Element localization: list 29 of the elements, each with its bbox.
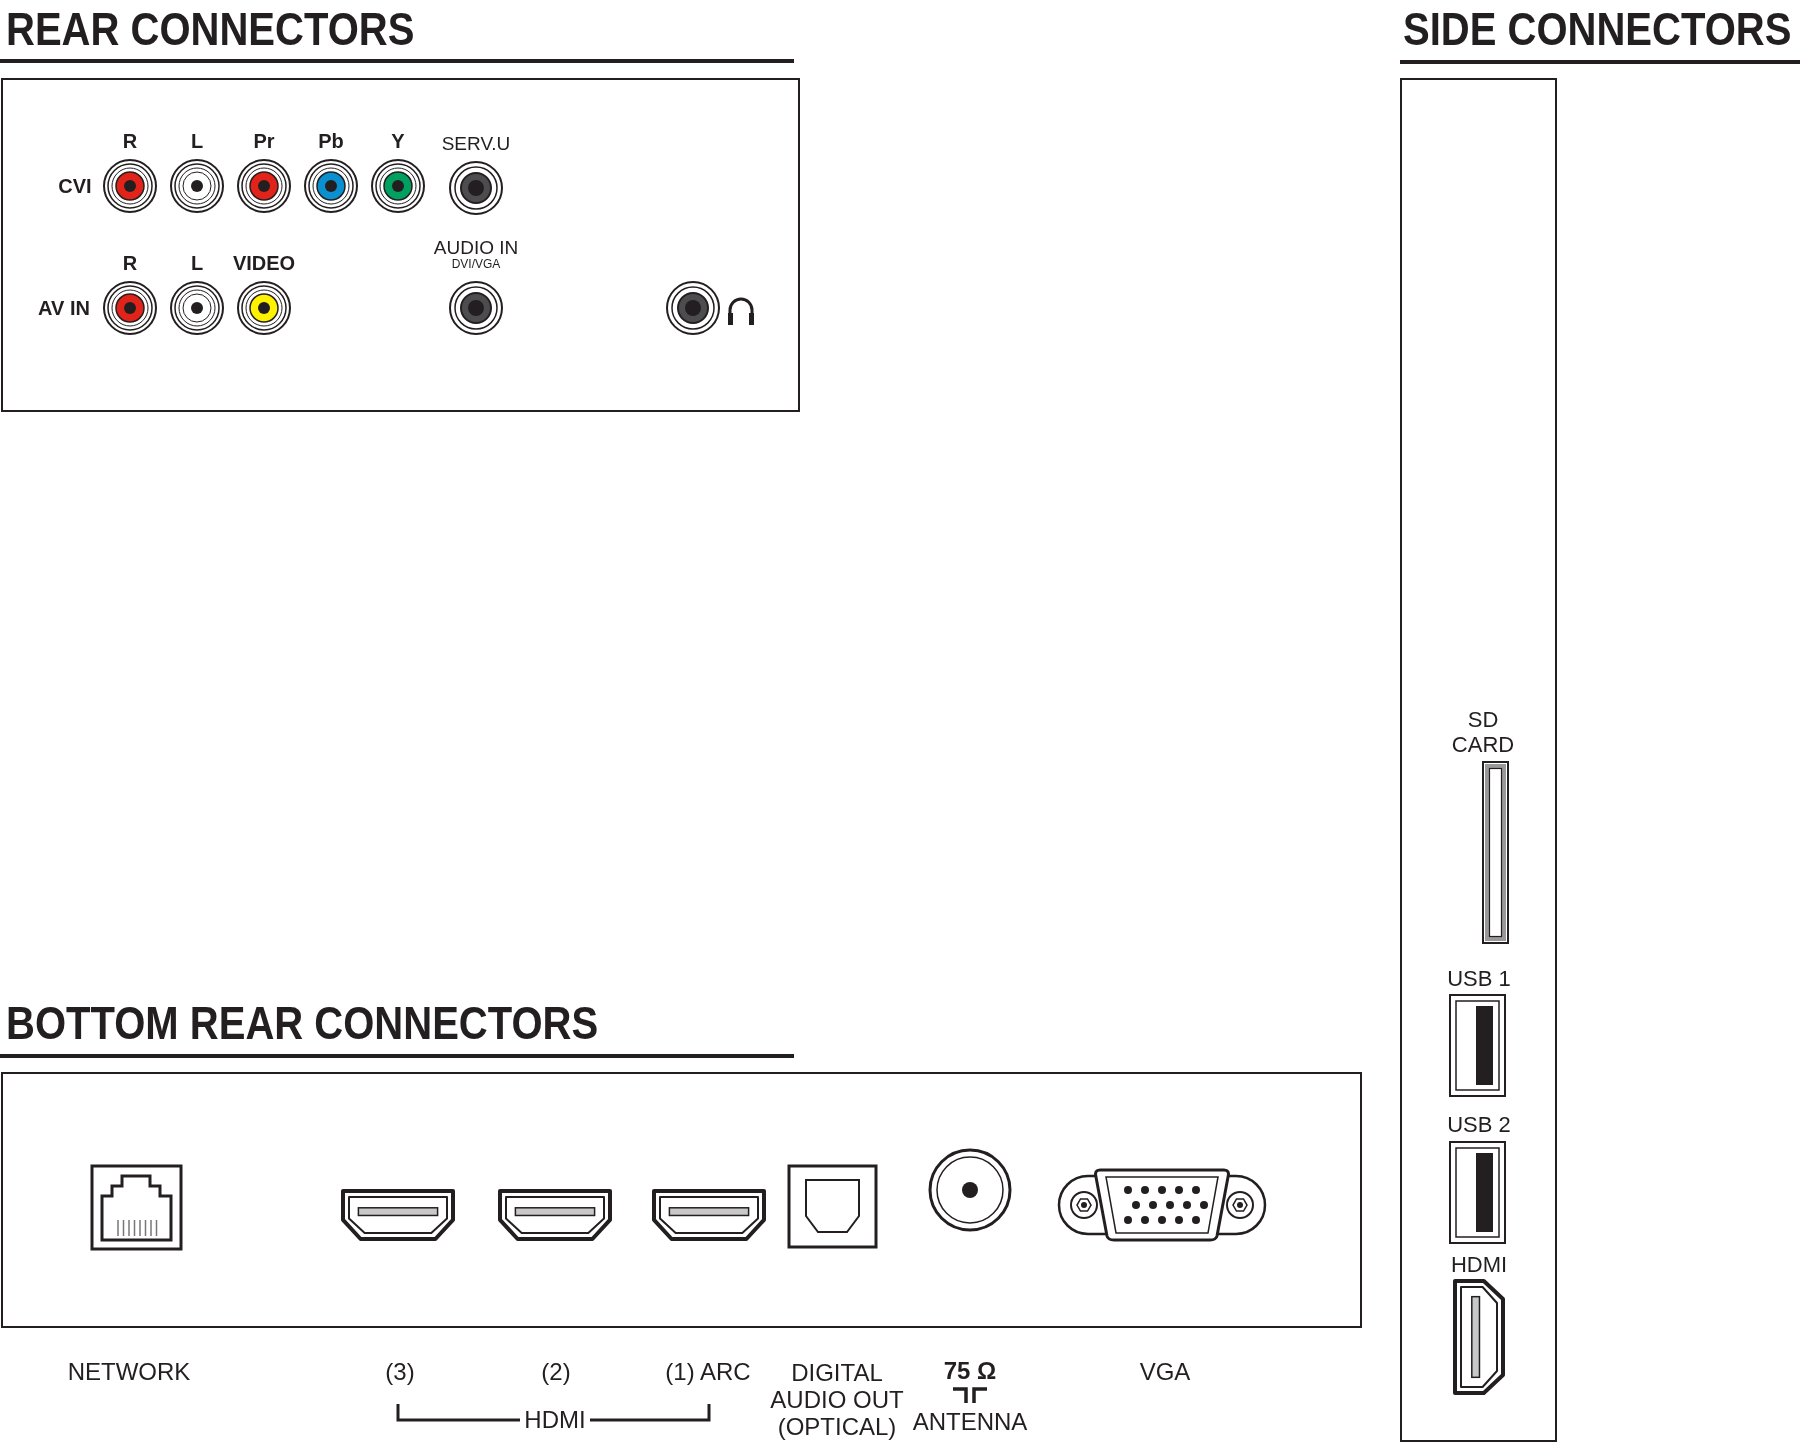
port-label: SERV.U — [441, 133, 511, 155]
port-label: USB 1 — [1447, 966, 1511, 992]
port-label: 75 Ω — [943, 1357, 997, 1385]
port-label: L — [190, 129, 204, 153]
port-label: Pr — [253, 129, 275, 153]
port-label: L — [190, 251, 204, 275]
row-label: CVI — [58, 174, 92, 198]
port-label: SD CARD — [1450, 708, 1516, 758]
group-label: HDMI — [524, 1406, 586, 1434]
section-heading: REAR CONNECTORS — [6, 4, 415, 54]
port-label: AUDIO IN — [433, 237, 519, 259]
port-label: Pb — [318, 129, 344, 153]
port-label: R — [122, 129, 138, 153]
row-label: AV IN — [38, 296, 90, 320]
port-label: (2) — [541, 1358, 571, 1386]
port-label: (1) ARC — [665, 1358, 751, 1386]
port-label: VGA — [1139, 1358, 1191, 1386]
port-label: HDMI — [1450, 1252, 1508, 1278]
port-label: DIGITAL AUDIO OUT (OPTICAL) — [769, 1359, 905, 1441]
port-label: ANTENNA — [912, 1408, 1028, 1436]
port-sublabel: DVI/VGA — [451, 258, 501, 272]
port-label: USB 2 — [1447, 1112, 1511, 1138]
section-heading: BOTTOM REAR CONNECTORS — [6, 998, 599, 1048]
port-label: NETWORK — [67, 1358, 191, 1386]
port-label: VIDEO — [232, 251, 296, 275]
port-label: (3) — [385, 1358, 415, 1386]
section-heading: SIDE CONNECTORS — [1403, 4, 1792, 54]
port-label: R — [122, 251, 138, 275]
port-label: Y — [391, 129, 405, 153]
